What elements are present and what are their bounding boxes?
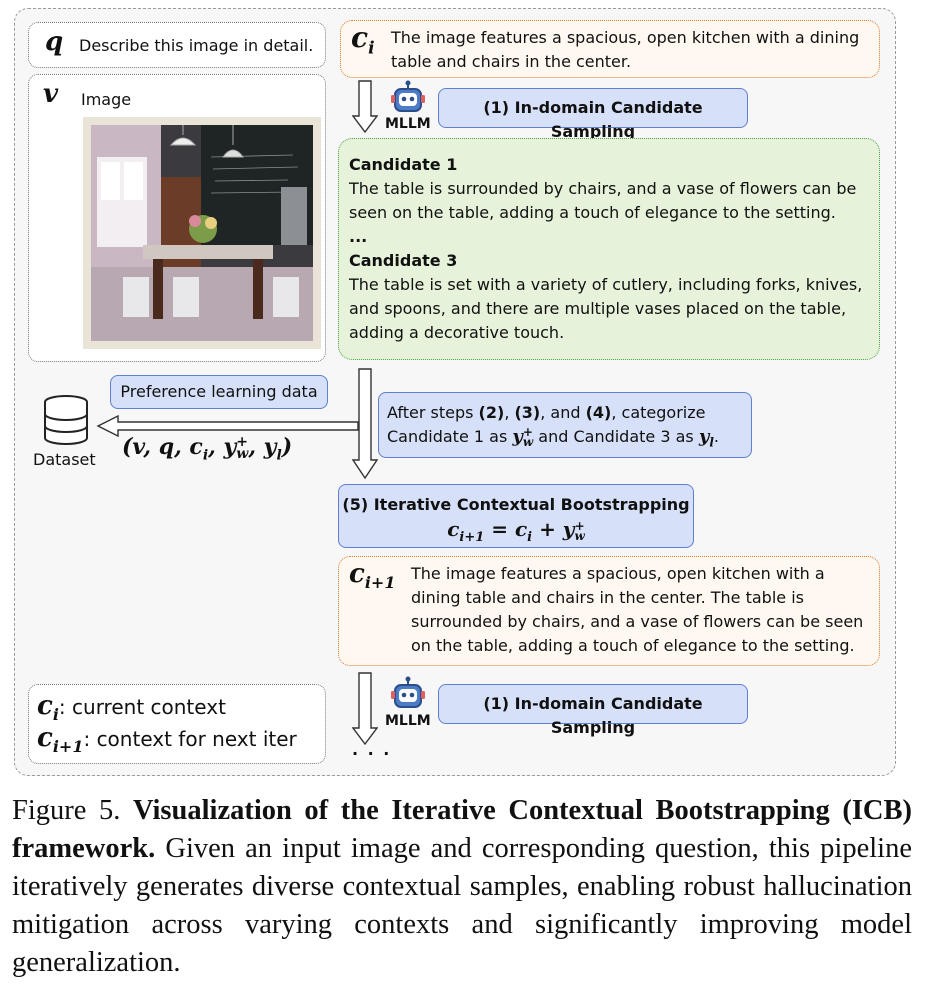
database-icon: [44, 395, 88, 445]
candidate-sampling-box-2: (1) In-domain Candidate Sampling: [438, 684, 748, 737]
down-arrow-2: [352, 368, 378, 480]
current-context-text: The image features a spacious, open kitc…: [391, 28, 860, 71]
candidate-1-text: The table is surrounded by chairs, and a…: [349, 179, 857, 222]
continuation-dots: · · ·: [352, 744, 392, 763]
legend-ci: ci: current context: [37, 691, 226, 725]
categorize-steps-text: After steps (2), (3), and (4), categoriz…: [387, 403, 719, 450]
legend-box: ci: current context ci+1: context for ne…: [28, 684, 326, 764]
ci-symbol: ci: [351, 21, 375, 59]
image-box: v Image: [28, 74, 326, 362]
caption-body: Given an input image and corresponding q…: [12, 833, 912, 978]
next-context-box: ci+1 The image features a spacious, open…: [338, 556, 880, 666]
v-symbol: v: [43, 79, 59, 109]
left-arrow-dataset: [96, 414, 359, 438]
next-context-text: The image features a spacious, open kitc…: [411, 564, 864, 655]
candidate-ellipsis: ...: [349, 227, 368, 246]
icb-equation: ci+1 = ci + y+w: [447, 517, 585, 545]
candidate-sampling-label-2: (1) In-domain Candidate Sampling: [483, 694, 703, 737]
mllm-label-2: MLLM: [385, 713, 431, 729]
icb-title: (5) Iterative Contextual Bootstrapping: [342, 495, 690, 514]
figure-caption: Figure 5. Visualization of the Iterative…: [12, 792, 912, 982]
preference-data-label: Preference learning data: [120, 382, 318, 401]
down-arrow-3: [352, 672, 378, 746]
candidate-3-title: Candidate 3: [349, 251, 458, 270]
robot-icon-2: [391, 676, 425, 708]
current-context-box: ci The image features a spacious, open k…: [340, 20, 880, 78]
q-symbol: q: [45, 27, 64, 57]
candidate-1-title: Candidate 1: [349, 155, 458, 174]
caption-prefix: Figure 5.: [12, 795, 133, 826]
cnext-symbol: ci+1: [349, 559, 396, 593]
candidates-box: Candidate 1 The table is surrounded by c…: [338, 138, 880, 360]
question-box: q Describe this image in detail.: [28, 22, 326, 68]
categorize-steps-box: After steps (2), (3), and (4), categoriz…: [378, 392, 752, 458]
preference-data-box: Preference learning data: [110, 375, 328, 409]
kitchen-image: [83, 117, 321, 349]
down-arrow-1: [352, 80, 378, 134]
caption-title: Visualization of the Iterative Contextua…: [12, 795, 912, 864]
legend-cnext: ci+1: context for next iter: [37, 723, 297, 757]
image-label: Image: [81, 90, 132, 109]
candidate-3-text: The table is set with a variety of cutle…: [349, 275, 863, 342]
preference-tuple: (v, q, ci, y+w, yl): [122, 434, 293, 464]
robot-icon: [391, 80, 425, 112]
dataset-label: Dataset: [33, 450, 96, 469]
icb-box: (5) Iterative Contextual Bootstrapping c…: [338, 484, 694, 548]
candidate-sampling-label: (1) In-domain Candidate Sampling: [483, 98, 703, 141]
question-text: Describe this image in detail.: [79, 36, 314, 55]
mllm-label: MLLM: [385, 116, 431, 132]
candidate-sampling-box: (1) In-domain Candidate Sampling: [438, 88, 748, 141]
